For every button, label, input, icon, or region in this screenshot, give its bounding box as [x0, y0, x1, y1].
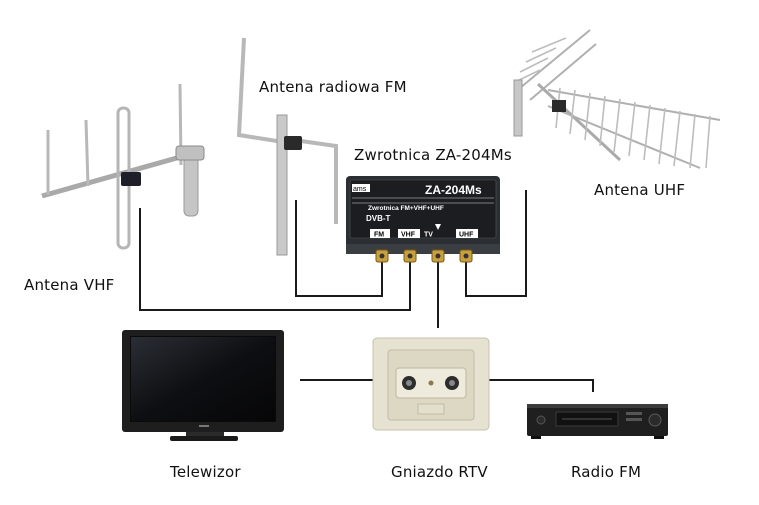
television [122, 330, 284, 441]
cable-uhf [465, 190, 527, 297]
radio-label: Radio FM [571, 463, 642, 481]
uhf-antenna-label: Antena UHF [594, 181, 686, 199]
splitter-port-vhf: VHF [401, 232, 416, 239]
uhf-antenna [513, 29, 721, 169]
cables [139, 190, 594, 392]
cable-fm [295, 200, 383, 297]
splitter-connectors [375, 249, 473, 263]
fm-antenna-label: Antena radiowa FM [259, 78, 407, 96]
vhf-antenna-label: Antena VHF [24, 276, 115, 294]
splitter-port-fm: FM [374, 232, 384, 239]
splitter-brand: ams [353, 186, 367, 193]
rtv-socket [372, 337, 490, 431]
tv-label: Telewizor [170, 463, 241, 481]
fm-antenna [236, 37, 338, 256]
radio-receiver [527, 404, 668, 439]
splitter-port-tv: TV [424, 232, 433, 239]
socket-label: Gniazdo RTV [391, 463, 488, 481]
splitter-subtitle: Zwrotnica FM+VHF+UHF [368, 205, 444, 212]
splitter-model: ZA-204Ms [425, 183, 482, 197]
splitter-device: ams ZA-204Ms Zwrotnica FM+VHF+UHF DVB-T … [346, 176, 500, 263]
splitter-dvbt: DVB-T [366, 214, 391, 223]
vhf-antenna [41, 83, 205, 250]
splitter-title-label: Zwrotnica ZA-204Ms [354, 146, 512, 164]
splitter-port-uhf: UHF [459, 232, 474, 239]
cable-to-radio [489, 379, 594, 392]
cable-vhf [139, 208, 411, 311]
